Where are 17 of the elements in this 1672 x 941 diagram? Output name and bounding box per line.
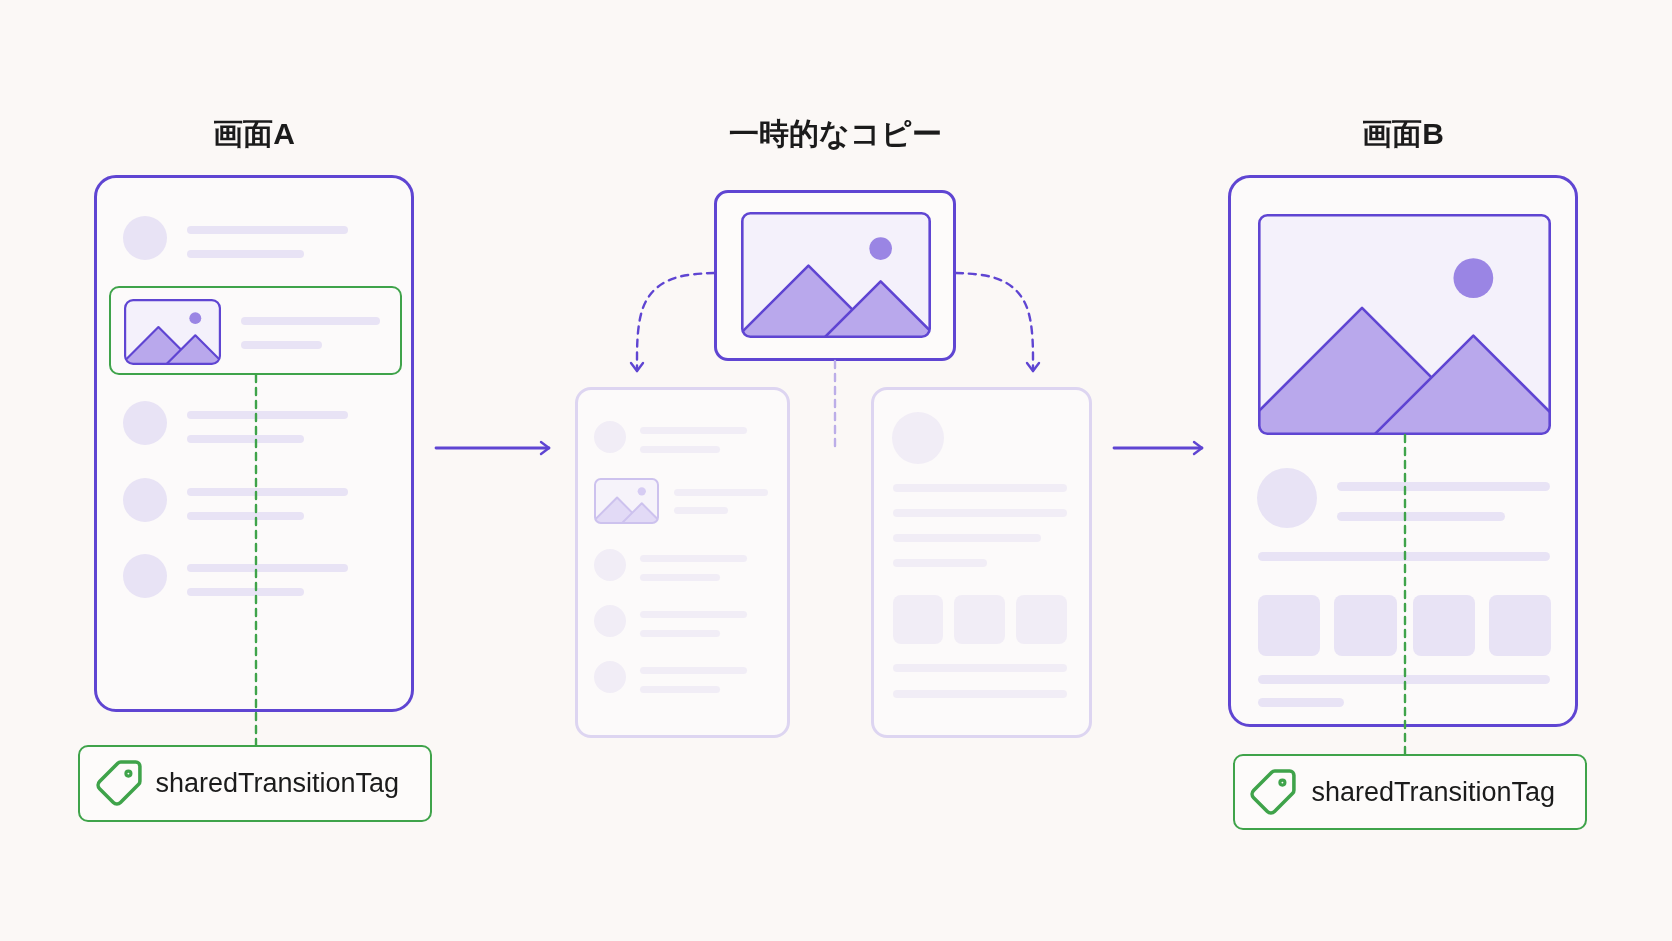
dashed-arrow	[954, 271, 1041, 373]
arrow	[434, 440, 551, 456]
highlighted-list-row	[109, 286, 402, 375]
faded-phone-screen	[575, 387, 790, 738]
dashed-line	[1403, 433, 1407, 756]
dashed-line	[254, 373, 258, 747]
faded-phone-screen	[871, 387, 1092, 738]
section-title: 一時的なコピー	[728, 116, 942, 152]
landscape-image	[1258, 214, 1551, 435]
arrow	[1112, 440, 1204, 456]
tag-name: sharedTransitionTag	[1311, 775, 1556, 808]
screen-title: 画面A	[213, 116, 295, 152]
tag-chip	[78, 745, 432, 822]
tag-name: sharedTransitionTag	[155, 767, 400, 799]
screen-title: 画面B	[1362, 116, 1444, 152]
dashed-arrow	[629, 271, 716, 373]
tag-chip	[1233, 754, 1587, 830]
